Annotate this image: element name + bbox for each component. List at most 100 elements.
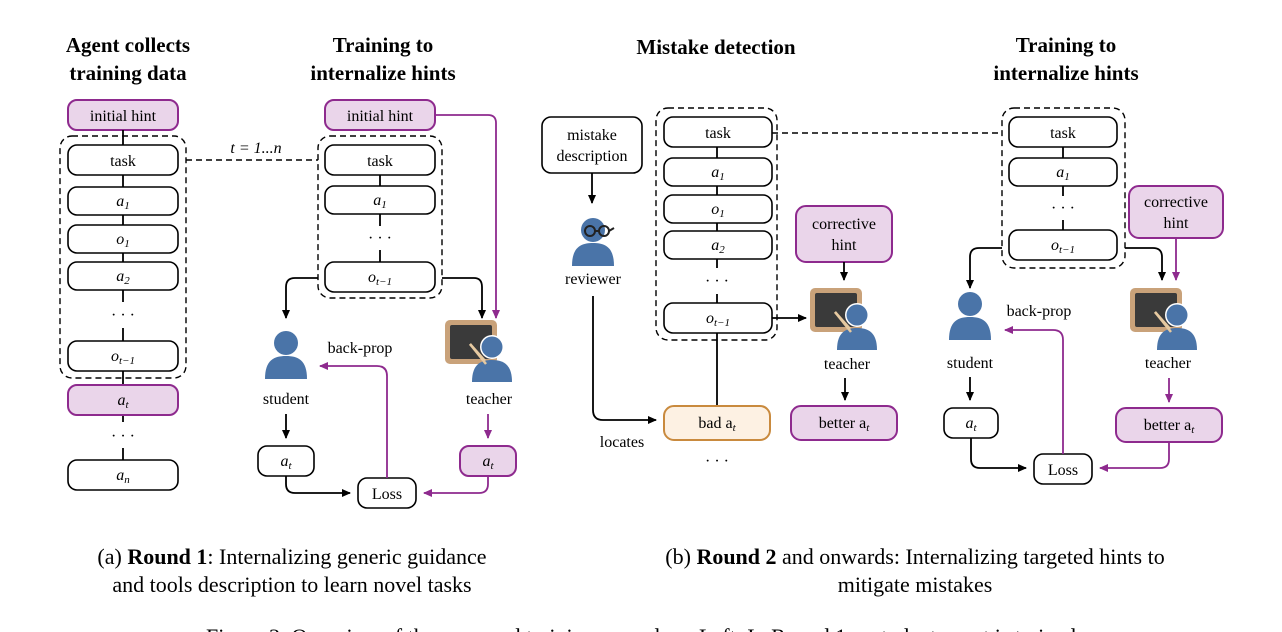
an-label-a1: an bbox=[116, 467, 130, 486]
col-title-agent-collects-2: training data bbox=[69, 61, 187, 85]
context-dashed-group-a2 bbox=[317, 135, 443, 299]
ot1-label-a1: ot−1 bbox=[111, 348, 135, 367]
reviewer-icon bbox=[572, 218, 615, 266]
task-label-a2: task bbox=[367, 153, 393, 170]
corrective-hint-line2-b1: hint bbox=[832, 237, 857, 254]
mistake-description-line1: mistake bbox=[567, 127, 617, 144]
backprop-label-b: back-prop bbox=[1007, 303, 1072, 320]
o1-label-a1: o1 bbox=[116, 231, 130, 250]
ellipsis-bg-a1 bbox=[100, 302, 146, 328]
ellipsis-b-bottom: · · · bbox=[705, 453, 729, 470]
arrow-to-teacher-b bbox=[1125, 247, 1166, 281]
context-dashed-group-b2 bbox=[1001, 107, 1126, 269]
a1-label-b2: a1 bbox=[1056, 164, 1070, 183]
ellipsis-b2: · · · bbox=[1051, 200, 1075, 217]
ot1-label-b2: ot−1 bbox=[1051, 237, 1075, 256]
a2-label-b1: a2 bbox=[711, 237, 725, 256]
corrective-hint-line1-b1: corrective bbox=[812, 216, 876, 233]
teacher-icon-a bbox=[443, 318, 514, 384]
caption-a-line2: and tools description to learn novel tas… bbox=[112, 572, 471, 597]
ot1-label-b1: ot−1 bbox=[706, 310, 730, 329]
arrow-to-student-b bbox=[966, 247, 1002, 289]
ellipsis-a1: · · · bbox=[111, 307, 135, 324]
at-box-a1 bbox=[67, 384, 179, 416]
trajectory-dashed-group-a1 bbox=[59, 135, 187, 379]
arrow-student-to-loss-a bbox=[285, 476, 351, 497]
ellipsis-bg-b1 bbox=[694, 268, 740, 294]
a1-box-b1 bbox=[663, 157, 773, 187]
arrow-student-to-loss-b bbox=[970, 438, 1027, 472]
arrow-teacher-to-loss-a bbox=[423, 476, 489, 497]
a1-label-b1: a1 bbox=[711, 164, 725, 183]
a1-box-a1 bbox=[67, 186, 179, 216]
trajectory-dashed-group-b1 bbox=[655, 107, 778, 341]
arrow-to-student-a bbox=[282, 277, 318, 319]
a2-box-a1 bbox=[67, 261, 179, 291]
caption-b-line2: mitigate mistakes bbox=[838, 572, 993, 597]
corrective-hint-line1-b2: corrective bbox=[1144, 194, 1208, 211]
a2-box-b1 bbox=[663, 230, 773, 260]
student-at-label-a: at bbox=[280, 453, 292, 472]
o1-box-a1 bbox=[67, 224, 179, 254]
better-at-label-b2: better at bbox=[1144, 417, 1196, 436]
backprop-arrow-a bbox=[319, 362, 388, 478]
a2-label-a1: a2 bbox=[116, 268, 130, 287]
col-title-training-b-2: internalize hints bbox=[993, 61, 1138, 85]
teacher-label-b1: teacher bbox=[824, 356, 871, 373]
a1-label-a2: a1 bbox=[373, 192, 387, 211]
loss-label-b: Loss bbox=[1048, 462, 1078, 479]
locates-label: locates bbox=[600, 434, 644, 451]
student-at-label-b: at bbox=[965, 415, 977, 434]
an-box-a1 bbox=[67, 459, 179, 491]
task-label-a1: task bbox=[110, 153, 136, 170]
caption-a-line1: (a) Round 1: Internalizing generic guida… bbox=[97, 544, 486, 569]
col-title-mistake-detection: Mistake detection bbox=[636, 35, 796, 59]
task-label-b1: task bbox=[705, 125, 731, 142]
backprop-arrow-b bbox=[1004, 326, 1064, 454]
bad-at-box bbox=[663, 405, 771, 441]
arrow-to-teacher-a bbox=[442, 277, 486, 319]
task-label-b2: task bbox=[1050, 125, 1076, 142]
ellipsis-a1b: · · · bbox=[111, 428, 135, 445]
initial-hint-label-a2: initial hint bbox=[347, 108, 414, 125]
loss-label-a: Loss bbox=[372, 486, 402, 503]
initial-hint-label-a1: initial hint bbox=[90, 108, 157, 125]
teacher-at-label-a: at bbox=[482, 453, 494, 472]
ot1-label-a2: ot−1 bbox=[368, 269, 392, 288]
ot1-box-a1 bbox=[67, 340, 179, 372]
a1-label-a1: a1 bbox=[116, 193, 130, 212]
arrow-reviewer-locates bbox=[592, 296, 657, 424]
task-box-b1 bbox=[663, 116, 773, 148]
backprop-label-a: back-prop bbox=[328, 340, 393, 357]
student-label-b: student bbox=[947, 355, 994, 372]
ellipsis-a2: · · · bbox=[368, 230, 392, 247]
teacher-icon-b2 bbox=[1128, 286, 1199, 352]
reviewer-label: reviewer bbox=[565, 271, 622, 288]
teacher-label-a: teacher bbox=[466, 391, 513, 408]
bad-at-label: bad at bbox=[698, 415, 736, 434]
o1-label-b1: o1 bbox=[711, 201, 725, 220]
col-title-agent-collects-1: Agent collects bbox=[66, 33, 190, 57]
student-icon-b bbox=[949, 292, 991, 340]
ellipsis-b1: · · · bbox=[705, 273, 729, 290]
student-icon-a bbox=[265, 331, 307, 379]
col-title-training-b-1: Training to bbox=[1016, 33, 1117, 57]
caption-b-line1: (b) Round 2 and onwards: Internalizing t… bbox=[665, 544, 1164, 569]
ot1-box-b2 bbox=[1008, 229, 1118, 261]
teacher-icon-b1 bbox=[808, 286, 879, 352]
o1-box-b1 bbox=[663, 194, 773, 224]
figure-caption: Figure 3: Overview of the proposed train… bbox=[206, 624, 1076, 632]
range-label: t = 1...n bbox=[230, 140, 281, 157]
task-box-a1 bbox=[67, 144, 179, 176]
better-at-box-b1 bbox=[790, 405, 898, 441]
student-label-a: student bbox=[263, 391, 310, 408]
col-title-training-a-1: Training to bbox=[333, 33, 434, 57]
mistake-description-line2: description bbox=[556, 148, 627, 165]
ot1-box-a2 bbox=[324, 261, 436, 293]
corrective-hint-line2-b2: hint bbox=[1164, 215, 1189, 232]
ellipsis-bg-a1b bbox=[100, 422, 146, 448]
col-title-training-a-2: internalize hints bbox=[310, 61, 455, 85]
better-at-label-b1: better at bbox=[819, 415, 871, 434]
at-label-a1: at bbox=[117, 392, 129, 411]
